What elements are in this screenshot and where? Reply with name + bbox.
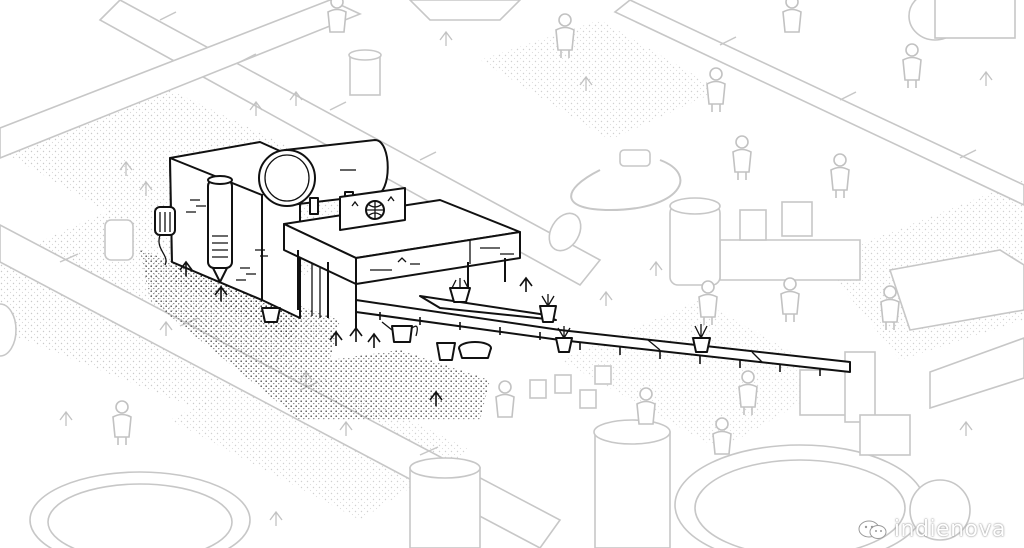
- main-workshop-building[interactable]: [154, 139, 521, 330]
- brick-texture: [186, 199, 268, 281]
- wechat-icon: [858, 520, 887, 539]
- hanging-basket-icon[interactable]: [449, 278, 471, 303]
- potted-plant[interactable]: [692, 324, 711, 353]
- plant-sprout: [179, 260, 533, 406]
- background-people: [112, 0, 922, 455]
- flower-pot[interactable]: [436, 342, 456, 361]
- watermark: indienova: [858, 517, 1006, 542]
- watermark-text: indienova: [893, 517, 1006, 542]
- water-gauge-icon[interactable]: [207, 175, 233, 283]
- potted-plant[interactable]: [539, 294, 557, 323]
- basin-icon[interactable]: [458, 341, 492, 359]
- watering-can-icon[interactable]: [381, 321, 418, 343]
- potted-plant[interactable]: [555, 326, 573, 353]
- hose-coil-icon[interactable]: [154, 206, 176, 266]
- flower-pot[interactable]: [261, 307, 281, 323]
- shop-sign-globe-icon[interactable]: [339, 187, 406, 231]
- plant-pots[interactable]: [179, 260, 711, 406]
